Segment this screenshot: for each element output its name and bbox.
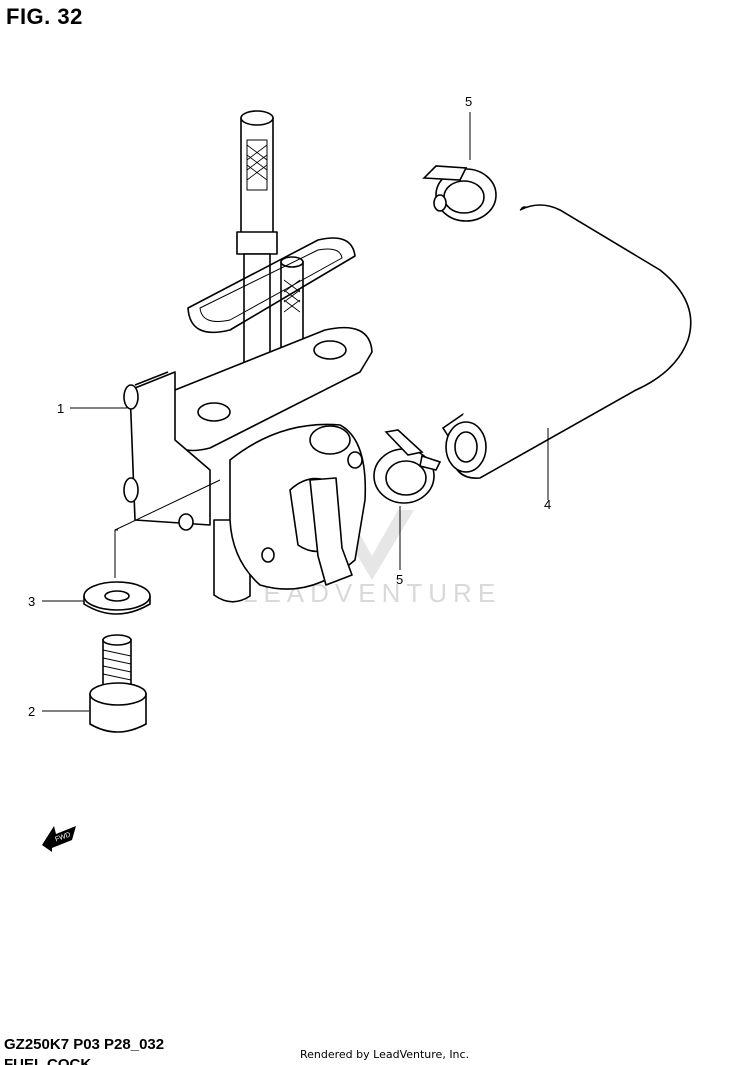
part-fuel-cock [123,110,373,603]
model-code: GZ250K7 P03 P28_032 [4,1036,165,1053]
part-washer [83,581,151,615]
callout-2: 2 [28,704,35,719]
part-fuel-hose [441,204,692,479]
fwd-arrow-icon: FWD [42,826,76,852]
callout-4: 4 [544,497,551,512]
leader-lines [42,112,549,712]
callout-3: 3 [28,594,35,609]
part-hose-clamp-lower [373,429,442,504]
callout-1: 1 [57,401,64,416]
section-name: FUEL COCK [4,1056,92,1065]
part-hose-clamp-upper [422,165,497,222]
render-credit: Rendered by LeadVenture, Inc. [300,1048,470,1061]
callout-5-upper: 5 [465,94,472,109]
callout-5-lower: 5 [396,572,403,587]
part-bolt [89,634,147,733]
figure-title: FIG. 32 [6,4,83,29]
